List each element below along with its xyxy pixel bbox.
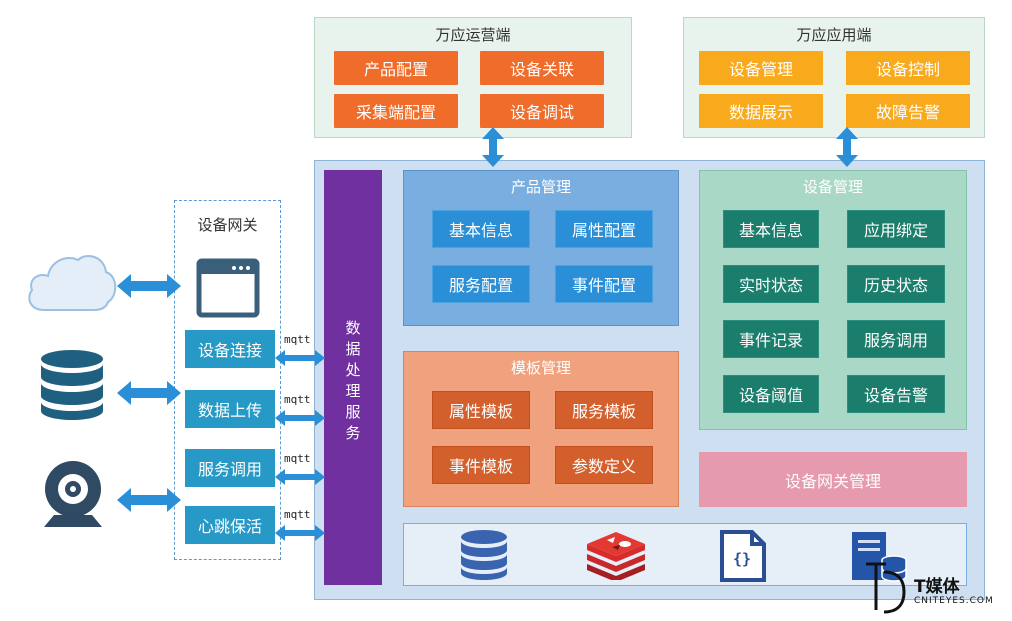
watermark-site: CNITEYES.COM [914,596,994,606]
mqtt-arrow-4 [275,525,325,541]
device-item-service-call[interactable]: 服务调用 [847,320,945,358]
ops-item-device-debug[interactable]: 设备调试 [480,94,604,128]
template-item-service[interactable]: 服务模板 [555,391,653,429]
webcam-icon [44,461,102,527]
product-item-service-config[interactable]: 服务配置 [432,265,530,303]
mqtt-arrow-2 [275,410,325,426]
mqtt-arrow-1 [275,350,325,366]
device-item-app-binding[interactable]: 应用绑定 [847,210,945,248]
app-panel: 万应应用端 设备管理 设备控制 数据展示 故障告警 [683,17,985,138]
cloud-icon [28,255,117,311]
double-arrow-cloud-gateway [117,274,181,298]
ops-item-product-config[interactable]: 产品配置 [334,51,458,85]
double-arrow-database-gateway [117,381,181,405]
product-item-event-config[interactable]: 事件配置 [555,265,653,303]
ops-item-collector-config[interactable]: 采集端配置 [334,94,458,128]
gateway-item-service-call[interactable]: 服务调用 [185,449,275,487]
ops-panel-title: 万应运营端 [435,26,511,44]
gateway-window-icon [196,258,260,318]
gateway-management-box[interactable]: 设备网关管理 [699,452,967,507]
double-arrow-ops-to-platform [482,127,504,167]
watermark-brand: T媒体 [914,577,960,597]
redis-icon [587,532,645,580]
double-arrow-webcam-gateway [117,488,181,512]
mqtt-label-3: mqtt [284,452,311,465]
gateway-item-heartbeat[interactable]: 心跳保活 [185,506,275,544]
server-db-icon [852,532,907,582]
mqtt-label-1: mqtt [284,333,311,346]
gateway-item-device-connect[interactable]: 设备连接 [185,330,275,368]
device-gateway-title: 设备网关 [197,216,258,234]
app-item-data-display[interactable]: 数据展示 [699,94,823,128]
mqtt-arrow-3 [275,469,325,485]
app-panel-title: 万应应用端 [796,26,872,44]
app-item-fault-alarm[interactable]: 故障告警 [846,94,970,128]
device-item-history-status[interactable]: 历史状态 [847,265,945,303]
database-icon [461,530,507,580]
product-item-attribute-config[interactable]: 属性配置 [555,210,653,248]
app-item-device-management[interactable]: 设备管理 [699,51,823,85]
template-management-panel: 模板管理 属性模板 服务模板 事件模板 参数定义 [403,351,679,507]
data-processing-service-label: 数据处理服务 [345,319,361,442]
double-arrow-app-to-platform [836,127,858,167]
device-item-event-log[interactable]: 事件记录 [723,320,819,358]
product-management-title: 产品管理 [510,178,571,196]
json-file-icon: {} [720,530,766,582]
device-item-alarm[interactable]: 设备告警 [847,375,945,413]
device-item-realtime-status[interactable]: 实时状态 [723,265,819,303]
device-management-title: 设备管理 [802,178,863,196]
template-item-event[interactable]: 事件模板 [432,446,530,484]
gateway-item-data-upload[interactable]: 数据上传 [185,390,275,428]
svg-text:{}: {} [733,550,751,568]
data-processing-service: 数据处理服务 [324,170,382,585]
mqtt-label-2: mqtt [284,393,311,406]
watermark: T媒体 CNITEYES.COM [862,558,1007,614]
product-item-basic-info[interactable]: 基本信息 [432,210,530,248]
template-management-title: 模板管理 [510,359,571,377]
ops-panel: 万应运营端 产品配置 设备关联 采集端配置 设备调试 [314,17,632,138]
product-management-panel: 产品管理 基本信息 属性配置 服务配置 事件配置 [403,170,679,326]
device-item-threshold[interactable]: 设备阈值 [723,375,819,413]
device-gateway-panel: 设备网关 设备连接 数据上传 服务调用 心跳保活 [174,200,281,560]
app-item-device-control[interactable]: 设备控制 [846,51,970,85]
database-icon-external [41,350,103,420]
storage-panel: {} [403,523,967,586]
template-item-attribute[interactable]: 属性模板 [432,391,530,429]
mqtt-label-4: mqtt [284,508,311,521]
template-item-parameter-definition[interactable]: 参数定义 [555,446,653,484]
device-item-basic-info[interactable]: 基本信息 [723,210,819,248]
ops-item-device-association[interactable]: 设备关联 [480,51,604,85]
device-management-panel: 设备管理 基本信息 应用绑定 实时状态 历史状态 事件记录 服务调用 设备阈值 … [699,170,967,430]
watermark-logo-icon [866,562,906,614]
